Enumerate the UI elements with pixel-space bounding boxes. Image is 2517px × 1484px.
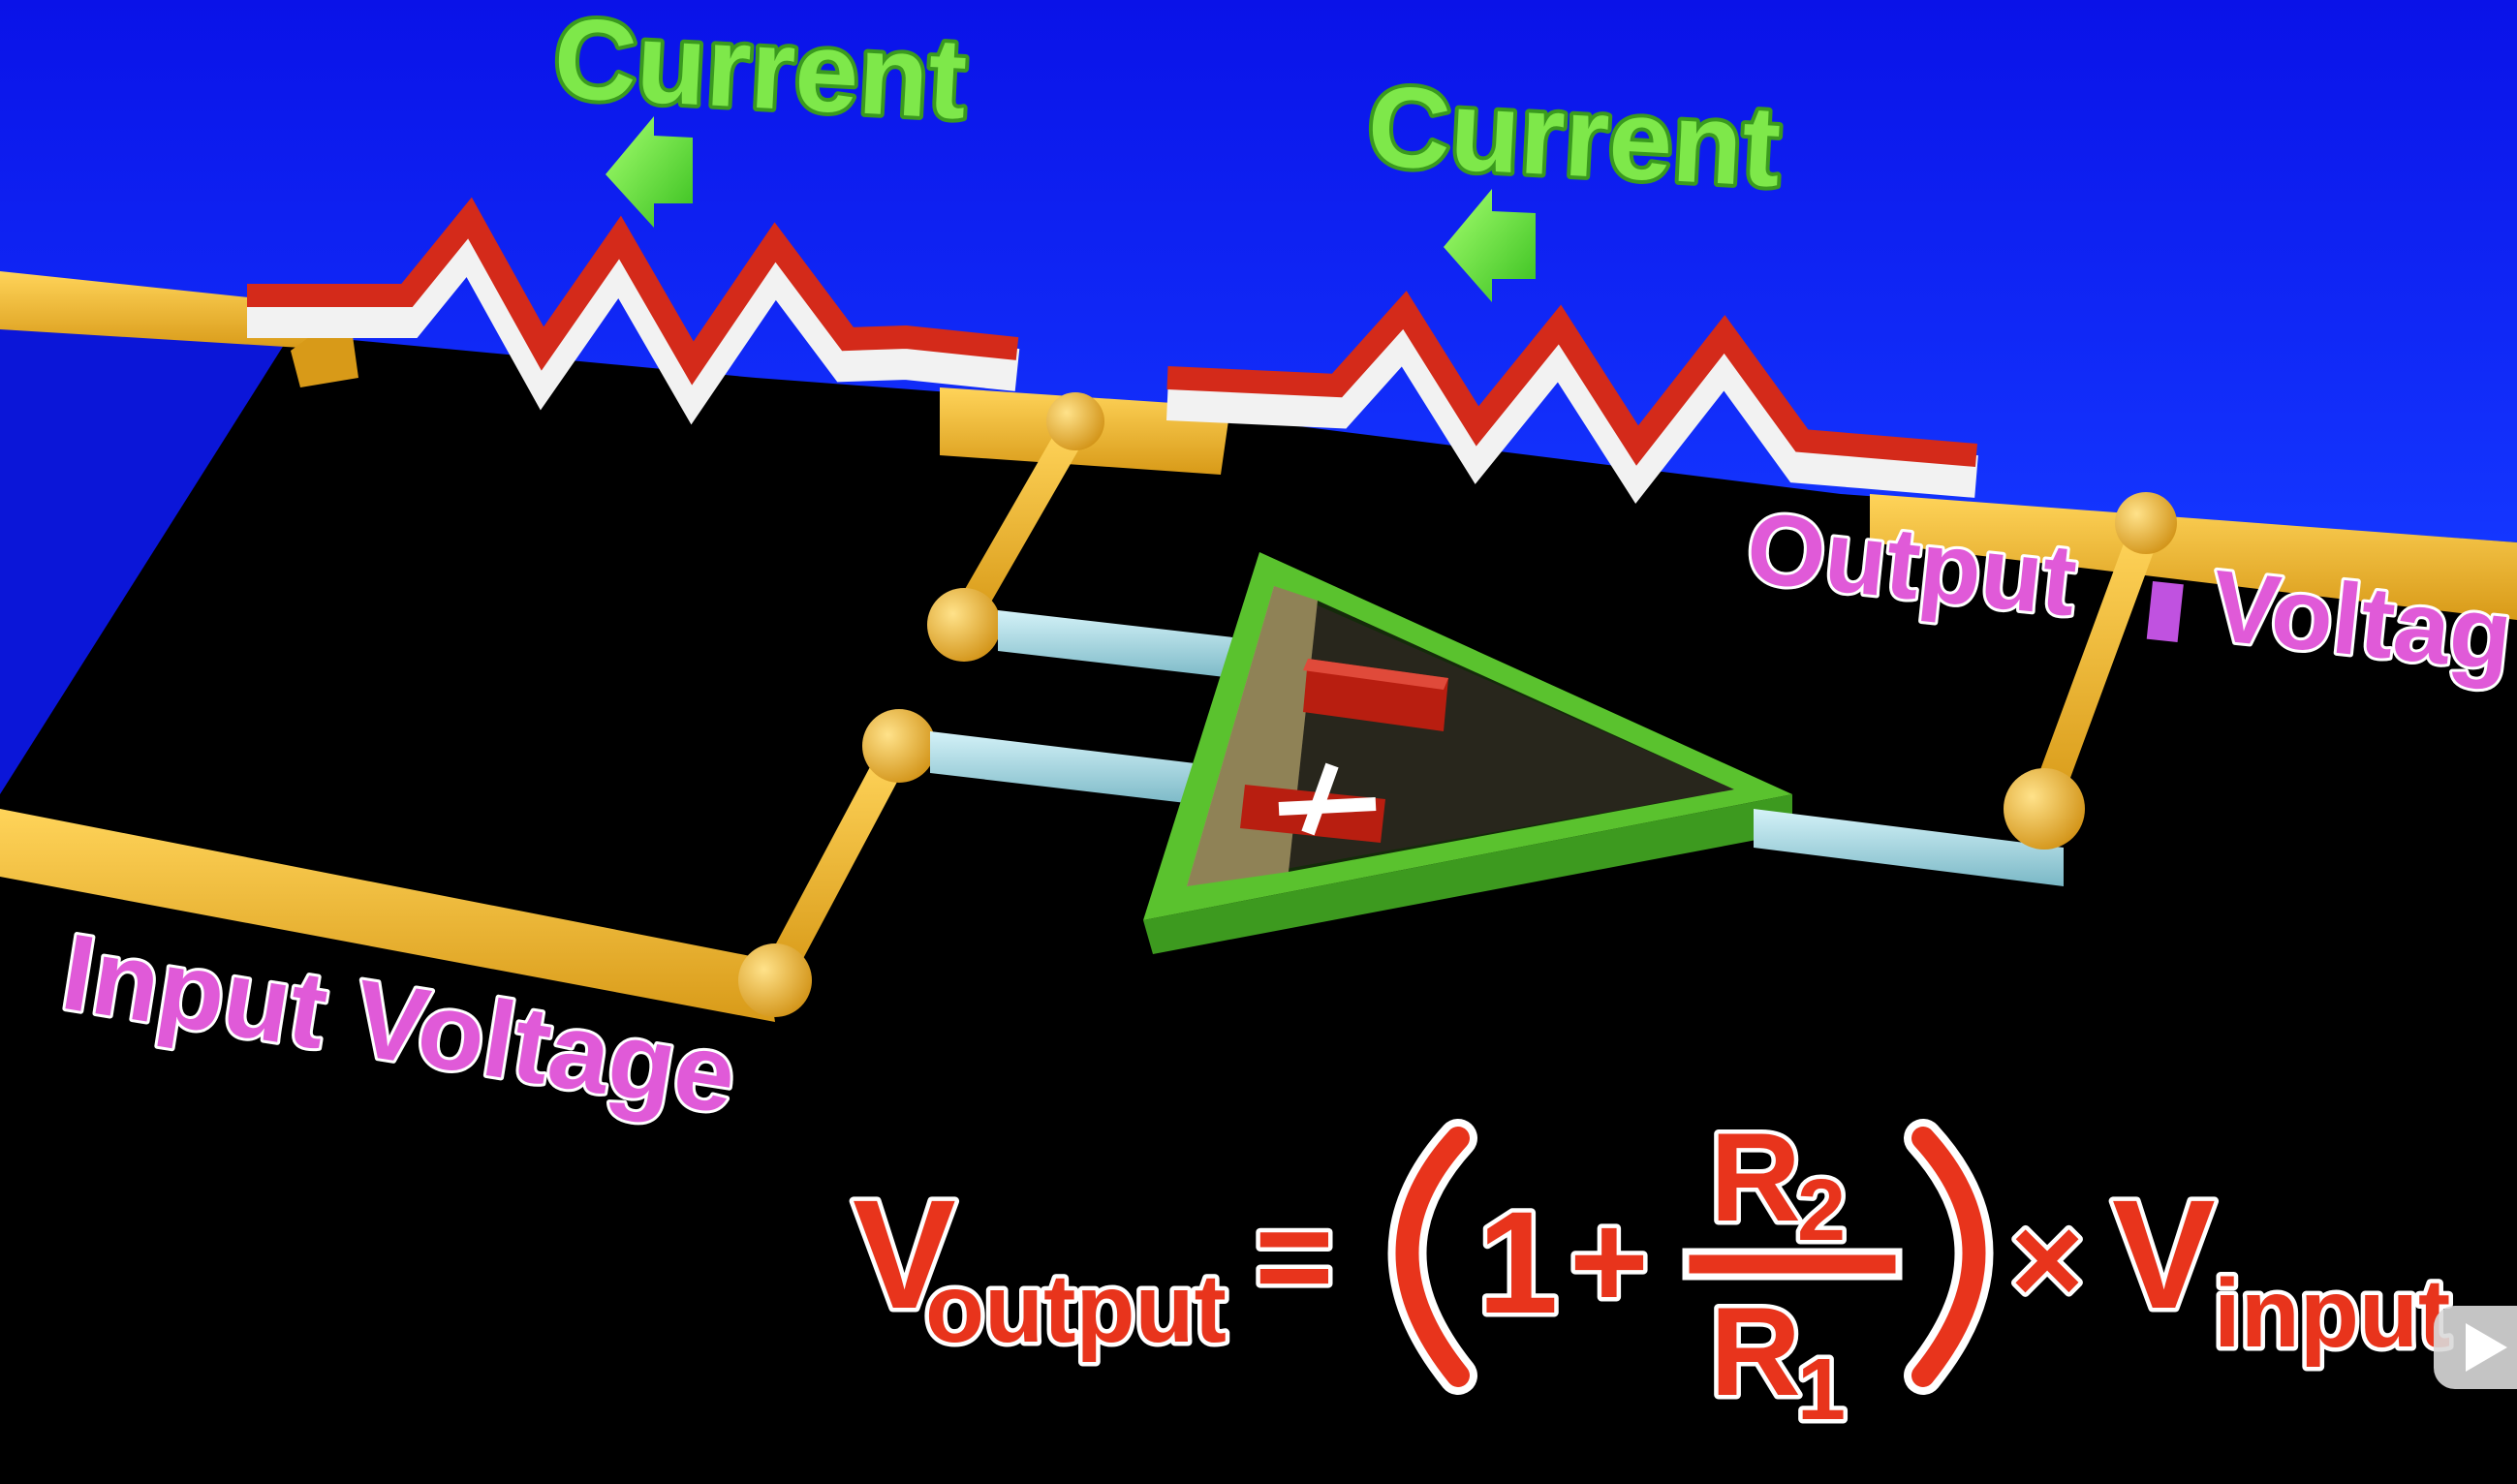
wire-output [1870,494,2517,620]
gain-formula: V output = 1 + R 2 R 1 × V input [849,1102,2455,1443]
formula-input-subscript: input [2214,1259,2450,1368]
resistor-r1 [247,197,1020,425]
blue-floor-edge [0,320,291,794]
node-input-corner [738,943,812,1017]
label-current-left: Current [551,0,970,143]
node-junction [1046,392,1104,450]
resistor-r2 [1165,291,1978,504]
arrow-icon [606,116,693,228]
formula-right-paren [1911,1127,1986,1387]
wire-feedback-junction [949,412,1090,634]
formula-r-bottom-subscript: 1 [1797,1342,1846,1438]
lead-minus [998,610,1250,680]
lead-plus [930,731,1211,806]
formula-fraction-bar [1682,1248,1903,1281]
formula-r-top-subscript: 2 [1797,1162,1846,1259]
wire-plus-riser [760,735,912,994]
formula-times: × [2010,1189,2084,1330]
wire-output-riser [2029,512,2161,819]
formula-plus: + [1569,1185,1649,1337]
node-output-top [2115,492,2177,554]
arrow-icon [1444,189,1536,302]
node-plus [862,709,936,783]
blue-backdrop [0,0,2517,542]
node-minus [927,588,1001,662]
label-current-right: Current [1365,62,1784,211]
formula-v-input: V [2112,1167,2216,1341]
play-icon[interactable] [2434,1306,2517,1389]
op-amp-plus-sign [1240,762,1385,843]
formula-r-bottom: R [1710,1281,1801,1422]
formula-equals: = [1255,1180,1334,1332]
node-output [2004,768,2085,850]
lead-output [1754,809,2064,886]
label-cursor-mark [2146,581,2184,643]
formula-left-paren [1395,1127,1470,1387]
wire-input-bottom [0,809,775,1022]
formula-output-subscript: output [925,1254,1227,1363]
op-amp-minus-sign [1303,659,1448,731]
formula-r-top: R [1710,1106,1801,1248]
formula-v-output: V [853,1167,956,1341]
formula-one: 1 [1477,1181,1558,1344]
